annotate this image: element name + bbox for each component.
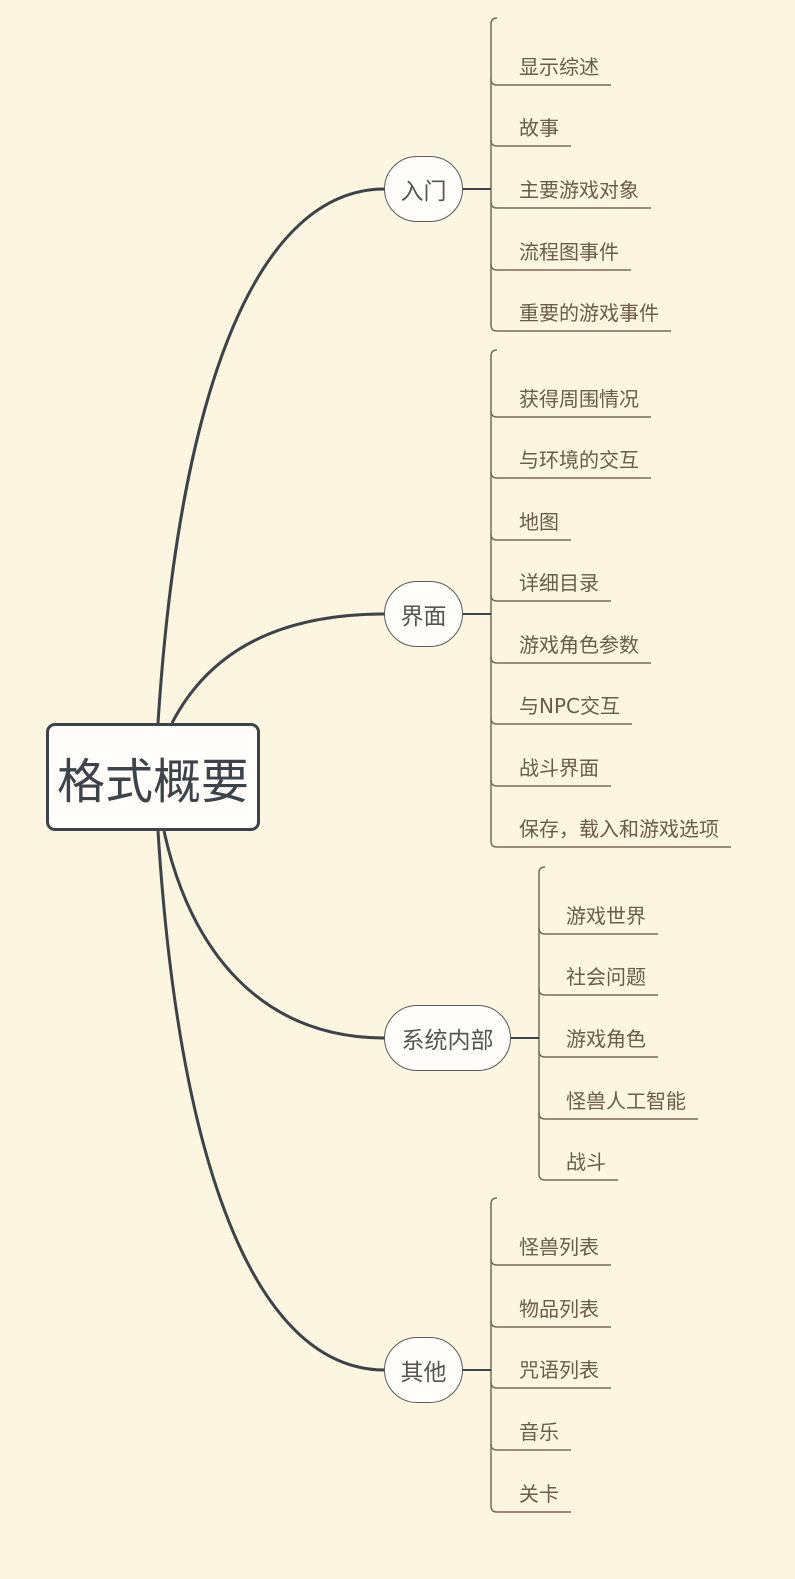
leaf-corner — [490, 1197, 498, 1205]
leaf-corner — [538, 927, 546, 935]
branch-node-internal[interactable]: 系统内部 — [384, 1005, 511, 1071]
leaf-corner — [538, 866, 546, 874]
leaf-corner — [490, 533, 498, 541]
branch-node-intro[interactable]: 入门 — [384, 156, 463, 222]
leaf-item[interactable]: 社会问题 — [566, 965, 646, 989]
leaf-item[interactable]: 物品列表 — [519, 1297, 599, 1321]
root-label: 格式概要 — [56, 754, 249, 810]
leaf-item[interactable]: 关卡 — [519, 1482, 559, 1506]
leaf-corner — [490, 78, 498, 86]
leaf-corner — [490, 349, 498, 357]
leaf-connectors — [463, 17, 731, 1513]
leaf-corner — [490, 324, 498, 332]
leaf-corner — [490, 1381, 498, 1389]
leaf-corner — [490, 1443, 498, 1451]
leaf-corner — [490, 1320, 498, 1328]
root-node[interactable]: 格式概要 — [46, 723, 260, 831]
leaf-corner — [490, 656, 498, 664]
leaf-item[interactable]: 战斗 — [566, 1150, 606, 1174]
leaf-corner — [490, 594, 498, 602]
leaf-corner — [490, 1258, 498, 1266]
link-root-intro — [156, 187, 386, 724]
leaf-item[interactable]: 战斗界面 — [519, 756, 599, 780]
leaf-item[interactable]: 地图 — [519, 510, 559, 534]
leaf-item[interactable]: 咒语列表 — [519, 1358, 599, 1382]
branch-node-other[interactable]: 其他 — [384, 1337, 463, 1403]
leaf-item[interactable]: 保存，载入和游戏选项 — [519, 817, 719, 841]
branch-node-ui[interactable]: 界面 — [384, 581, 463, 647]
leaf-item[interactable]: 主要游戏对象 — [519, 178, 639, 202]
leaf-item[interactable]: 游戏角色参数 — [519, 633, 639, 657]
leaf-corner — [490, 840, 498, 848]
link-root-internal — [162, 830, 386, 1040]
branch-label: 入门 — [400, 179, 447, 205]
leaf-item[interactable]: 获得周围情况 — [519, 387, 639, 411]
leaf-item[interactable]: 游戏角色 — [566, 1027, 646, 1051]
leaf-corner — [490, 17, 498, 25]
leaf-item[interactable]: 怪兽列表 — [519, 1235, 599, 1259]
leaf-item[interactable]: 重要的游戏事件 — [519, 301, 659, 325]
leaf-item[interactable]: 音乐 — [519, 1420, 559, 1444]
leaf-corner — [538, 1112, 546, 1120]
link-root-other — [156, 830, 386, 1372]
branch-label: 界面 — [400, 604, 447, 630]
leaf-item[interactable]: 流程图事件 — [519, 240, 619, 264]
leaf-corner — [490, 263, 498, 271]
leaf-item[interactable]: 详细目录 — [519, 571, 599, 595]
leaf-item[interactable]: 显示综述 — [519, 55, 599, 79]
link-root-ui — [170, 612, 386, 724]
leaf-corner — [490, 717, 498, 725]
leaf-item[interactable]: 游戏世界 — [566, 904, 646, 928]
leaf-corner — [490, 1505, 498, 1513]
leaf-corner — [538, 988, 546, 996]
leaf-corner — [490, 410, 498, 418]
leaf-corner — [490, 201, 498, 209]
branch-label: 系统内部 — [401, 1028, 494, 1054]
leaf-item[interactable]: 故事 — [519, 116, 559, 140]
leaf-item[interactable]: 怪兽人工智能 — [566, 1089, 686, 1113]
leaf-corner — [490, 471, 498, 479]
leaf-corner — [538, 1050, 546, 1058]
leaf-corner — [490, 139, 498, 147]
branch-label: 其他 — [400, 1360, 447, 1386]
leaf-item[interactable]: 与NPC交互 — [519, 694, 620, 718]
leaf-corner — [538, 1173, 546, 1181]
leaf-item[interactable]: 与环境的交互 — [519, 448, 639, 472]
leaf-corner — [490, 779, 498, 787]
